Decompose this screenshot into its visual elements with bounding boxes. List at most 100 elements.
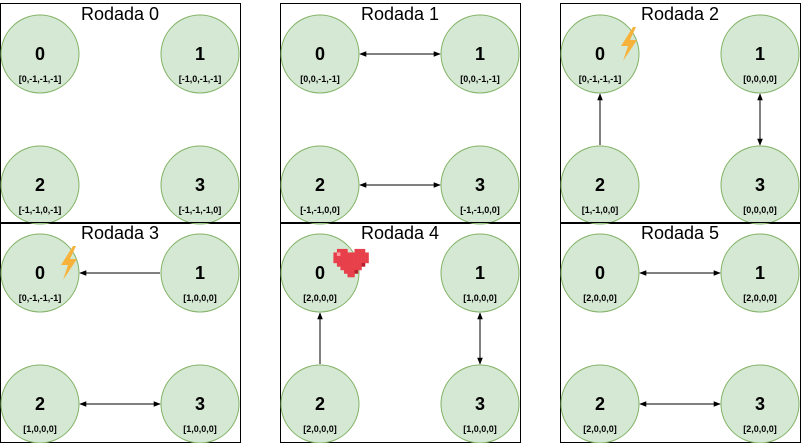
panel-border (280, 3, 521, 224)
node-vector: [1,0,0,0] (23, 424, 57, 434)
node-vector: [0,-1,-1,-1] (579, 74, 622, 84)
process-node: 1[-1,0,-1,-1] (160, 14, 240, 94)
node-circle (440, 364, 520, 443)
node-id: 3 (475, 394, 485, 414)
node-id: 3 (195, 394, 205, 414)
node-vector: [-1,-1,0,0] (460, 205, 500, 215)
node-id: 2 (315, 175, 325, 195)
node-circle (0, 364, 80, 443)
node-id: 2 (35, 394, 45, 414)
panel-title: Rodada 1 (361, 4, 439, 24)
node-id: 1 (755, 263, 765, 283)
node-vector: [0,0,-1,-1] (300, 74, 340, 84)
node-id: 3 (755, 175, 765, 195)
process-node: 3 [1,0,0,0] (440, 364, 520, 443)
node-id: 1 (755, 44, 765, 64)
round-panel: Rodada 4 0 [2,0,0,0] 1 [1,0,0,0] 2 [2,0,0,0] 3 [… (280, 222, 521, 443)
node-circle (160, 14, 240, 94)
round-panel: Rodada 50[2,0,0,0] 1 [2,0,0,0] 2 [2,0,0,0] 3 [… (560, 222, 801, 443)
process-node: 2 [1,0,0,0] (0, 364, 80, 443)
process-node: 0[0,0,-1,-1] (280, 14, 360, 94)
node-vector: [0,-1,-1,-1] (19, 293, 62, 303)
heart-icon (333, 248, 369, 278)
node-id: 3 (475, 175, 485, 195)
node-id: 0 (595, 44, 605, 64)
node-id: 2 (315, 394, 325, 414)
panel-title: Rodada 3 (81, 223, 159, 243)
node-circle (440, 145, 520, 225)
process-node: 0[0,-1,-1,-1] (0, 14, 80, 94)
node-vector: [0,0,0,0] (743, 74, 777, 84)
node-id: 2 (35, 175, 45, 195)
panel-title: Rodada 2 (641, 4, 719, 24)
process-node: 0 [0,-1,-1,-1] (560, 14, 640, 94)
process-node: 2 [-1,-1,0,0] (280, 145, 360, 225)
node-id: 2 (595, 394, 605, 414)
process-node: 1 [1,0,0,0] (160, 233, 240, 313)
process-node: 2 [-1,-1,0,-1] (0, 145, 80, 225)
node-id: 2 (595, 175, 605, 195)
node-vector: [2,0,0,0] (743, 424, 777, 434)
process-node: 3 [-1,-1,-1,0] (160, 145, 240, 225)
process-node: 3 [-1,-1,0,0] (440, 145, 520, 225)
process-node: 0[2,0,0,0] (560, 233, 640, 313)
node-circle (720, 145, 800, 225)
node-vector: [0,0,-1,-1] (460, 74, 500, 84)
node-circle (560, 233, 640, 313)
node-circle (560, 364, 640, 443)
node-id: 1 (475, 44, 485, 64)
node-circle (0, 14, 80, 94)
process-node: 1 [0,0,-1,-1] (440, 14, 520, 94)
node-circle (720, 364, 800, 443)
node-circle (280, 145, 360, 225)
process-node: 2 [1,-1,0,0] (560, 145, 640, 225)
node-circle (720, 14, 800, 94)
node-circle (160, 233, 240, 313)
lightning-bolt-icon (61, 246, 77, 280)
node-vector: [1,0,0,0] (183, 424, 217, 434)
node-vector: [1,0,0,0] (183, 293, 217, 303)
node-circle (280, 364, 360, 443)
panel-title: Rodada 5 (641, 223, 719, 243)
node-circle (440, 233, 520, 313)
node-vector: [-1,-1,0,-1] (19, 205, 62, 215)
node-id: 3 (195, 175, 205, 195)
node-circle (0, 145, 80, 225)
node-id: 0 (315, 263, 325, 283)
node-vector: [-1,-1,0,0] (300, 205, 340, 215)
process-node: 1 [2,0,0,0] (720, 233, 800, 313)
process-node: 2 [2,0,0,0] (560, 364, 640, 443)
node-circle (440, 14, 520, 94)
node-vector: [-1,-1,-1,0] (179, 205, 222, 215)
node-vector: [0,-1,-1,-1] (19, 74, 62, 84)
node-id: 0 (35, 263, 45, 283)
node-circle (280, 14, 360, 94)
node-vector: [1,-1,0,0] (582, 205, 619, 215)
node-vector: [2,0,0,0] (583, 293, 617, 303)
node-circle (560, 14, 640, 94)
node-id: 1 (195, 263, 205, 283)
node-circle (720, 233, 800, 313)
node-vector: [1,0,0,0] (463, 293, 497, 303)
process-node: 1 [0,0,0,0] (720, 14, 800, 94)
panel-title: Rodada 0 (81, 4, 159, 24)
process-node: 2 [2,0,0,0] (280, 364, 360, 443)
node-vector: [2,0,0,0] (583, 424, 617, 434)
node-vector: [2,0,0,0] (303, 424, 337, 434)
round-panel: Rodada 10[0,0,-1,-1] 1 [0,0,-1,-1] 2 [-1,-1,… (280, 3, 521, 225)
node-id: 1 (475, 263, 485, 283)
process-node: 3 [0,0,0,0] (720, 145, 800, 225)
process-node: 0 [0,-1,-1,-1] (0, 233, 80, 313)
panel-title: Rodada 4 (361, 223, 439, 243)
round-panel: Rodada 00[0,-1,-1,-1] 1[-1,0,-1,-1] 2 [-1,-… (0, 3, 241, 225)
node-vector: [1,0,0,0] (463, 424, 497, 434)
node-vector: [2,0,0,0] (303, 293, 337, 303)
node-id: 3 (755, 394, 765, 414)
node-circle (0, 233, 80, 313)
round-panel: Rodada 3 0 [0,-1,-1,-1] 1 [1,0,0,0] 2 [1,0,0,0… (0, 222, 241, 443)
node-vector: [0,0,0,0] (743, 205, 777, 215)
process-node: 3 [1,0,0,0] (160, 364, 240, 443)
node-id: 1 (195, 44, 205, 64)
node-vector: [2,0,0,0] (743, 293, 777, 303)
